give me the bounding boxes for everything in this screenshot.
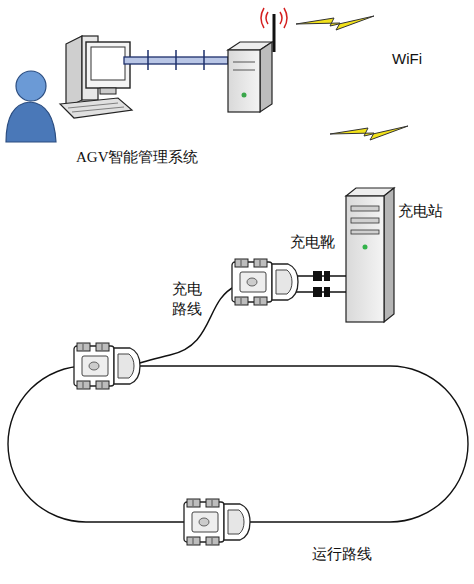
part-label: 充电站 [398,202,443,220]
user-icon [6,71,56,142]
server-icon [228,8,287,112]
agv-vehicle [232,259,298,305]
route-label: 运行路线 [312,545,372,563]
charge-route [132,286,236,366]
wifi-bolt [296,16,374,30]
network-label: WiFi [392,50,422,68]
route-label: 充电 路线 [170,279,205,320]
charging-station [346,188,394,322]
wifi-bolt [330,126,408,140]
agv-vehicle [74,343,140,389]
charging-shoe [296,271,346,297]
computer-icon [60,36,132,118]
agv-vehicle [184,499,250,545]
system-caption: AGV智能管理系统 [76,148,199,166]
part-label: 充电靴 [290,233,335,251]
network-bus [124,50,228,70]
